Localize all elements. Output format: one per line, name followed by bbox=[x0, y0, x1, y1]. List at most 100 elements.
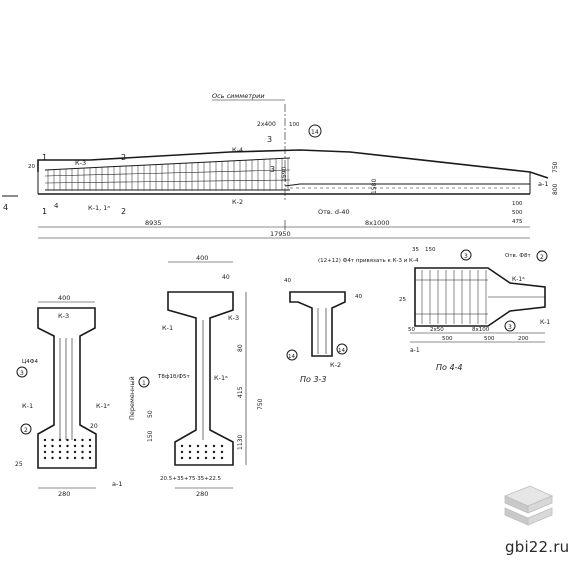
s2-dim-r5: 750 bbox=[257, 398, 264, 410]
dim-bot-b: 500 bbox=[512, 210, 523, 216]
s2-dim-l1: 50 bbox=[147, 410, 154, 418]
dim-bot-c: 475 bbox=[512, 219, 523, 225]
section-mark-2-bottom: 2 bbox=[121, 207, 126, 216]
s4-mark-k1a: К-1ᵃ bbox=[512, 276, 525, 283]
dim-left: 8935 bbox=[145, 219, 162, 227]
s1-mark-k3: К-3 bbox=[58, 312, 69, 320]
strand-dot bbox=[204, 444, 208, 448]
dim-spacing: 2х400 bbox=[257, 121, 276, 128]
section-2-outline bbox=[167, 291, 234, 466]
section-mark-3-top: 3 bbox=[267, 135, 272, 144]
logo-slab2-right bbox=[527, 507, 553, 526]
s1-dim-top-label: 400 bbox=[58, 294, 70, 302]
strand-dot bbox=[81, 444, 84, 448]
s4-dim-a: 35 bbox=[412, 247, 419, 253]
s4-callout-3a-label: 3 bbox=[464, 253, 468, 260]
s1-dim-bottom-label: 280 bbox=[58, 490, 70, 498]
strand-dot bbox=[196, 456, 200, 460]
s2-callout-1-label: 1 bbox=[142, 380, 146, 387]
cage-stirrups bbox=[47, 158, 289, 190]
mark-k1: К-1, 1ᵃ bbox=[88, 204, 110, 212]
strand-dot bbox=[58, 450, 62, 454]
strand-dot bbox=[73, 450, 77, 454]
strand-dot bbox=[66, 450, 69, 454]
dim-mid-height: 1590 bbox=[281, 167, 288, 182]
s1-mark-k1a: К-1ᵃ bbox=[96, 402, 110, 410]
strand-dot bbox=[88, 438, 92, 442]
section-mark-4-top: 4 bbox=[3, 203, 8, 212]
strand-dot bbox=[180, 456, 184, 460]
dim-right-mid: 800 bbox=[552, 183, 559, 195]
s2-mark-side: Переменный bbox=[128, 376, 136, 420]
strand-dot bbox=[73, 444, 77, 448]
strand-dot bbox=[196, 450, 200, 454]
strand-dot bbox=[212, 456, 216, 460]
s4-dim-b: 150 bbox=[425, 247, 436, 253]
s1-callout-3-label: 3 bbox=[20, 370, 24, 377]
s1-mark-a1: а-1 bbox=[112, 480, 122, 488]
s4-mark-hole: Отв. Ф8т bbox=[505, 253, 532, 259]
s2-mark-k1: К-1 bbox=[162, 324, 173, 332]
s3-callout-14b-label: 14 bbox=[338, 348, 345, 354]
strand-dot bbox=[81, 438, 84, 442]
dim-right: 8х1000 bbox=[365, 219, 390, 227]
strand-dot bbox=[43, 456, 47, 460]
s3-mark-k2: К-2 bbox=[330, 361, 341, 369]
mark-k4: К-4 bbox=[232, 146, 243, 154]
strand-dot bbox=[220, 456, 224, 460]
section-mark-3-mid: 3 bbox=[270, 165, 275, 174]
section-1-strands bbox=[43, 438, 92, 460]
strand-dot bbox=[51, 450, 54, 454]
dim-bot-a: 100 bbox=[512, 201, 523, 207]
strand-dot bbox=[58, 438, 62, 442]
section-2-2: 400 280 20.5+35+75·35+22.5 40 80 415 113… bbox=[128, 254, 264, 498]
strand-dot bbox=[88, 450, 92, 454]
s2-dim-bottom-label: 280 bbox=[196, 490, 208, 498]
strand-dot bbox=[51, 456, 54, 460]
section-4-outline bbox=[414, 267, 546, 327]
callout-14: 14 bbox=[311, 129, 319, 136]
s2-callout-1 bbox=[138, 376, 150, 388]
axis-label: Ось симметрии bbox=[212, 92, 265, 100]
strand-dot bbox=[81, 456, 84, 460]
s1-callout-3 bbox=[16, 366, 28, 378]
s3-note: (12+12) Ф4т привязать к К-3 и К-4 bbox=[318, 258, 419, 264]
strand-dot bbox=[43, 438, 47, 442]
strand-dot bbox=[204, 450, 208, 454]
s2-mark-k1a: К-1ᵃ bbox=[214, 374, 228, 382]
s2-dim-r2: 80 bbox=[237, 344, 244, 352]
strand-dot bbox=[66, 456, 69, 460]
s2-mark-tbar: Т8ф1б/Ф5т bbox=[157, 374, 191, 380]
cage-top-bar bbox=[44, 157, 291, 171]
s2-dim-bot-chain: 20.5+35+75·35+22.5 bbox=[160, 476, 222, 482]
strand-dot bbox=[220, 444, 224, 448]
s1-callout-2 bbox=[20, 423, 32, 435]
strand-dot bbox=[196, 444, 200, 448]
section-4-4: 35 150 2х50 8х100 500 500 200 50 25 К-1ᵃ… bbox=[399, 247, 550, 372]
mark-a1: а-1 bbox=[538, 180, 548, 188]
s1-dim-left-mid: 20 bbox=[90, 423, 98, 430]
strand-dot bbox=[58, 456, 62, 460]
s4-callout-2 bbox=[536, 250, 548, 262]
s4-dim-h: 50 bbox=[408, 327, 415, 333]
s2-mark-k3: К-3 bbox=[228, 314, 239, 322]
site-logo bbox=[503, 485, 554, 526]
strand-dot bbox=[88, 456, 92, 460]
s4-title: По 4-4 bbox=[436, 363, 463, 372]
s4-dim-e: 500 bbox=[442, 336, 453, 342]
strand-dot bbox=[73, 456, 77, 460]
strand-dot bbox=[51, 438, 54, 442]
strand-dot bbox=[180, 444, 184, 448]
cage-mid-bar-2 bbox=[44, 179, 291, 184]
mark-k3: К-3 bbox=[75, 159, 86, 167]
section-3-3: 40 40 (12+12) Ф4т привязать к К-3 и К-4 … bbox=[284, 258, 419, 384]
s2-dim-r1: 40 bbox=[222, 274, 230, 281]
dim-left-small: 20 bbox=[28, 164, 35, 170]
s4-mark-a1: а-1 bbox=[410, 347, 420, 354]
s3-callout-14a bbox=[286, 349, 298, 361]
mark-k2: К-2 bbox=[232, 198, 243, 206]
strand-dot bbox=[43, 444, 47, 448]
strand-dot bbox=[66, 444, 69, 448]
